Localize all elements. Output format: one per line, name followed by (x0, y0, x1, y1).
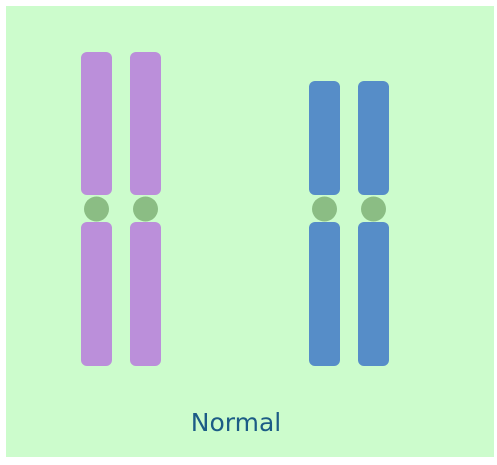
centromere-right (361, 197, 386, 222)
chromosome-diagram (6, 6, 494, 457)
diagram-panel: Normal (6, 6, 494, 457)
centromere-left (312, 197, 337, 222)
centromere-right (133, 197, 158, 222)
chromatid-left-upper-arm (81, 52, 112, 195)
chromatid-left-lower-arm (309, 222, 340, 366)
chromatid-right-upper-arm (130, 52, 161, 195)
chromatid-right-lower-arm (358, 222, 389, 366)
caption-label: Normal (6, 408, 466, 438)
centromere-left (84, 197, 109, 222)
chromatid-right-lower-arm (130, 222, 161, 366)
chromatid-left-upper-arm (309, 81, 340, 195)
chromatid-right-upper-arm (358, 81, 389, 195)
diagram-background (6, 6, 494, 457)
chromatid-left-lower-arm (81, 222, 112, 366)
